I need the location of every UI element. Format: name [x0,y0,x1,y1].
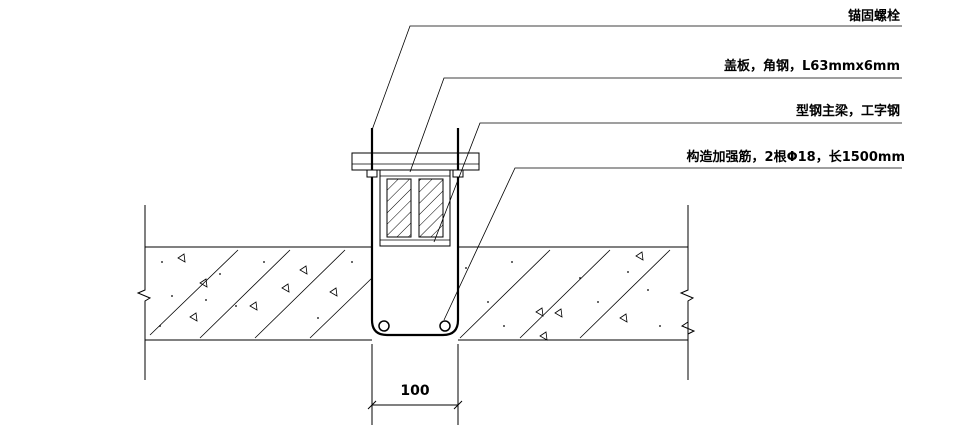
label-cover-plate: 盖板，角钢，L63mmx6mm [724,58,900,74]
reinforcing-bars [378,320,451,332]
break-line-right [679,205,696,380]
break-line-left [136,205,152,380]
concrete-slab [145,246,688,341]
dimension-width [367,344,463,425]
bolt-nuts [366,169,464,178]
dimension-width-label: 100 [400,383,429,399]
i-beam-main-girder [379,169,451,247]
leader-lines [371,25,902,321]
label-main-beam: 型钢主梁，工字钢 [796,103,900,119]
label-anchor-bolt: 锚固螺栓 [848,8,900,24]
anchor-bolts [370,128,460,337]
label-reinforcing-rebar: 构造加强筋，2根Φ18，长1500mm [687,149,905,165]
